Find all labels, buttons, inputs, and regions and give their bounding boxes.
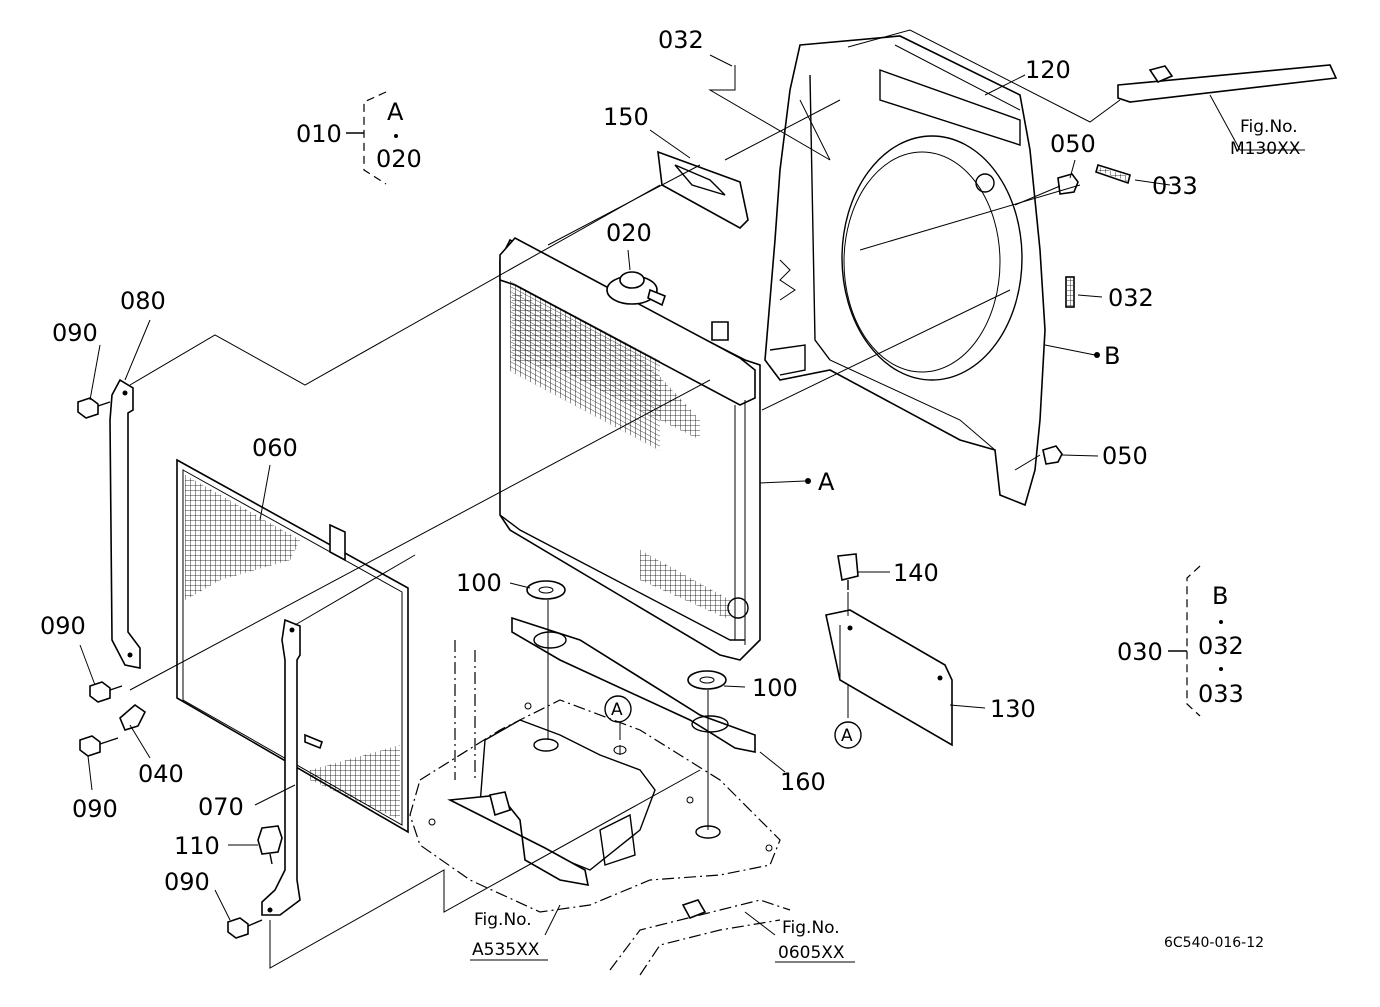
point-a-dot	[805, 478, 811, 484]
ref-a535-prefix: Fig.No.	[474, 910, 532, 930]
circle-marker-a-base	[604, 695, 632, 723]
ref-a535-code: A535XX	[472, 940, 540, 960]
bolt-090-c	[79, 735, 119, 757]
callout-080: 080	[120, 287, 166, 315]
callout-020-group: 020	[376, 145, 422, 173]
callout-033-group: 033	[1198, 680, 1244, 708]
callout-060: 060	[252, 434, 298, 462]
cover-plate-130	[825, 609, 953, 747]
callout-130: 130	[990, 695, 1036, 723]
callout-100-right: 100	[752, 674, 798, 702]
leader-lines	[129, 29, 1121, 969]
ref-0605-code: 0605XX	[778, 943, 845, 963]
marker-b-group: B	[1212, 582, 1228, 610]
radiator	[499, 236, 761, 661]
bolt-090-d	[227, 917, 263, 939]
cushion-plate-160	[511, 616, 756, 753]
callout-032-top: 032	[658, 26, 704, 54]
callout-020: 020	[606, 219, 652, 247]
ref-m130-code: M130XX	[1230, 139, 1301, 159]
ref-m130-prefix: Fig.No.	[1240, 117, 1298, 137]
label-032-right	[1065, 276, 1075, 308]
upper-stay	[1117, 64, 1338, 103]
bolt-090-a	[77, 397, 111, 419]
callout-090-a: 090	[52, 319, 98, 347]
callout-140: 140	[893, 559, 939, 587]
circle-marker-a-base-text: A	[611, 700, 623, 720]
callout-100-left: 100	[456, 569, 502, 597]
label-033	[1095, 163, 1131, 185]
ref-0605-prefix: Fig.No.	[782, 918, 840, 938]
group-030-bracket	[1168, 565, 1223, 717]
point-b-dot	[1094, 352, 1100, 358]
washer-100-left	[526, 580, 566, 600]
stay-080	[109, 378, 141, 669]
bolt-050-bottom	[1042, 445, 1063, 465]
callout-090-c: 090	[72, 795, 118, 823]
bolt-090-b	[89, 681, 123, 703]
callout-032-right: 032	[1108, 284, 1154, 312]
fan-shroud	[764, 35, 1046, 507]
circle-marker-a-plate-text: A	[841, 726, 853, 746]
callout-090-d: 090	[164, 868, 210, 896]
callout-040: 040	[138, 760, 184, 788]
callout-120: 120	[1025, 56, 1071, 84]
callout-050-bottom: 050	[1102, 442, 1148, 470]
marker-a-group: A	[387, 98, 404, 126]
under-frame	[609, 899, 791, 976]
bolt-140	[837, 553, 859, 590]
callout-090-b: 090	[40, 612, 86, 640]
base-frame	[409, 640, 781, 913]
callout-070: 070	[198, 793, 244, 821]
circle-marker-a-plate	[834, 721, 862, 749]
rubber-mount-150	[657, 150, 749, 229]
washer-100-right	[687, 670, 727, 690]
bolt-110	[257, 825, 283, 865]
callout-033: 033	[1152, 172, 1198, 200]
marker-a-point: A	[818, 468, 835, 496]
marker-b-point: B	[1104, 342, 1120, 370]
callout-leaders	[79, 54, 1305, 963]
group-010-bracket	[346, 91, 398, 185]
callout-032-group: 032	[1198, 632, 1244, 660]
callout-050-top: 050	[1050, 130, 1096, 158]
clip-040	[119, 703, 147, 731]
callout-030: 030	[1117, 638, 1163, 666]
callout-010: 010	[296, 120, 342, 148]
drawing-id: 6C540-016-12	[1164, 935, 1264, 951]
stay-070	[261, 618, 301, 916]
callout-110: 110	[174, 832, 220, 860]
callout-150: 150	[603, 103, 649, 131]
callout-160: 160	[780, 768, 826, 796]
